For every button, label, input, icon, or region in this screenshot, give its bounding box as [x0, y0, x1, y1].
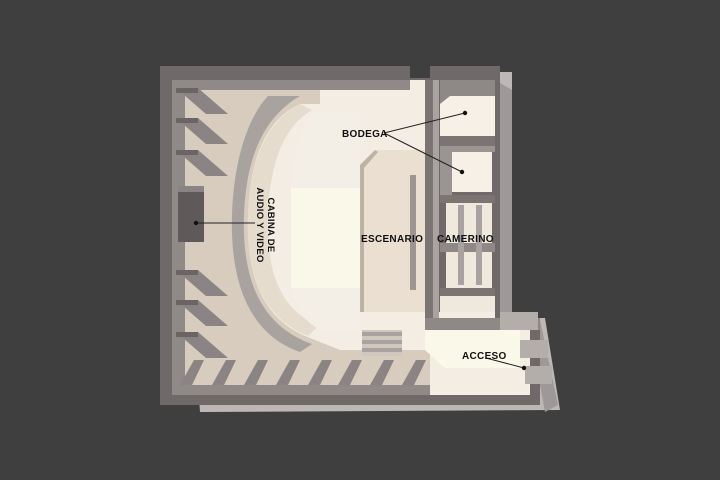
seat-row-left-top — [176, 270, 198, 275]
control-booth-top — [178, 186, 204, 192]
bodega-room-1-wall — [440, 80, 495, 104]
audio-video-booth — [247, 104, 318, 336]
acceso-step-2 — [520, 340, 548, 358]
camerino-wall-bottom — [440, 288, 495, 296]
label-acceso: ACCESO — [462, 351, 507, 362]
seat-row-bottom — [180, 360, 204, 385]
bodega-room-1 — [440, 96, 495, 136]
seat-row-left — [176, 150, 228, 176]
camerino-post-2 — [476, 205, 482, 285]
pit-area — [291, 188, 361, 288]
label-cabina-line2: AUDIO Y VIDEO — [254, 187, 265, 262]
seat-row-bottom — [244, 360, 268, 385]
seat-row-bottom — [308, 360, 332, 385]
camerino-room — [446, 203, 492, 243]
corridor — [440, 296, 495, 312]
camerino-divider — [440, 243, 495, 252]
balcony-edge — [231, 96, 312, 352]
backstage-wall — [425, 80, 433, 320]
backstage-wall-shade — [433, 80, 439, 320]
acceso-area — [425, 330, 520, 368]
bodega-room-2-wall — [440, 146, 495, 195]
seating-rows-left — [176, 88, 228, 358]
label-bodega: BODEGA — [342, 129, 388, 140]
seat-row-left-top — [176, 118, 198, 123]
stage — [360, 150, 425, 312]
stage-side-shadow — [360, 150, 378, 312]
seat-row-left-top — [176, 300, 198, 305]
seat-row-left-top — [176, 88, 198, 93]
seat-row-bottom — [370, 360, 394, 385]
camerino-post-1 — [458, 205, 464, 285]
front-stairs — [362, 330, 402, 356]
seat-row-bottom — [338, 360, 362, 385]
seat-row-left — [176, 88, 228, 114]
seating-rows-bottom — [180, 360, 426, 385]
leader-dots — [193, 110, 527, 371]
seat-row-left — [176, 332, 228, 358]
leader-lines — [196, 112, 525, 369]
camerino-room-2 — [446, 252, 492, 288]
label-cabina-line1: CABINA DE — [265, 197, 276, 252]
label-camerino: CAMERINO — [437, 234, 494, 245]
acceso-step-3 — [525, 366, 552, 384]
seat-row-left — [176, 270, 228, 296]
stage-edge — [410, 175, 416, 290]
bodega-divider — [440, 136, 495, 146]
control-booth — [178, 190, 204, 242]
camerino-wall — [440, 195, 495, 203]
seat-row-left — [176, 118, 228, 144]
seat-row-bottom — [276, 360, 300, 385]
acceso-step-1 — [500, 312, 538, 330]
seat-row-left — [176, 300, 228, 326]
seat-row-left-top — [176, 150, 198, 155]
seat-row-bottom — [402, 360, 426, 385]
bodega-room-2 — [452, 150, 492, 192]
seat-row-bottom — [212, 360, 236, 385]
label-escenario: ESCENARIO — [361, 234, 423, 245]
seat-row-left-top — [176, 332, 198, 337]
label-cabina: CABINA DE AUDIO Y VIDEO — [254, 187, 276, 262]
